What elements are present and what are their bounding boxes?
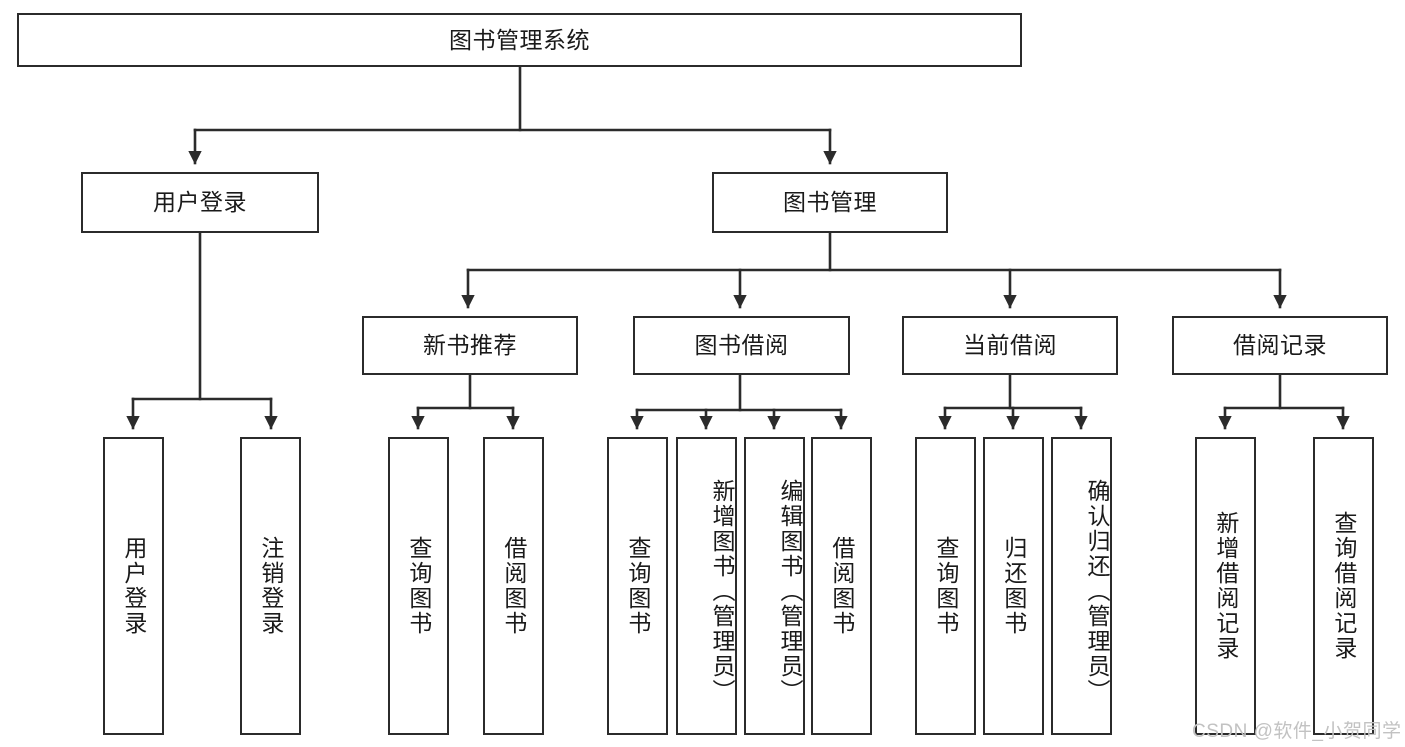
node-leaf-query-record[interactable]: 查询借阅记录 <box>1313 437 1374 735</box>
node-borrow-record-label: 借阅记录 <box>1233 332 1327 359</box>
node-leaf-edit-book-label: 编辑图书（管理员） <box>777 478 803 704</box>
node-leaf-confirm-return[interactable]: 确认归还（管理员） <box>1051 437 1112 735</box>
node-book-borrow[interactable]: 图书借阅 <box>633 316 850 375</box>
node-book-manage-label: 图书管理 <box>783 189 877 216</box>
node-leaf-query-book-2-label: 查询图书 <box>624 536 651 636</box>
node-leaf-add-record-label: 新增借阅记录 <box>1212 511 1239 661</box>
node-leaf-logout-label: 注销登录 <box>257 536 284 636</box>
node-leaf-return-book[interactable]: 归还图书 <box>983 437 1044 735</box>
csdn-watermark: CSDN @软件_小贺同学 <box>1192 721 1402 742</box>
node-user-login[interactable]: 用户登录 <box>81 172 319 233</box>
node-current-borrow[interactable]: 当前借阅 <box>902 316 1118 375</box>
node-leaf-query-book-1[interactable]: 查询图书 <box>388 437 449 735</box>
node-leaf-borrow-book-2-label: 借阅图书 <box>828 536 855 636</box>
node-leaf-user-login-label: 用户登录 <box>120 536 147 636</box>
node-leaf-query-book-3-label: 查询图书 <box>932 536 959 636</box>
node-book-borrow-label: 图书借阅 <box>694 332 789 359</box>
node-leaf-borrow-book-1-label: 借阅图书 <box>500 536 527 636</box>
node-new-book-rec[interactable]: 新书推荐 <box>362 316 578 375</box>
node-leaf-add-book[interactable]: 新增图书（管理员） <box>676 437 737 735</box>
node-borrow-record[interactable]: 借阅记录 <box>1172 316 1388 375</box>
node-leaf-query-book-3[interactable]: 查询图书 <box>915 437 976 735</box>
node-leaf-logout[interactable]: 注销登录 <box>240 437 301 735</box>
node-leaf-query-book-2[interactable]: 查询图书 <box>607 437 668 735</box>
node-leaf-confirm-return-label: 确认归还（管理员） <box>1084 478 1110 704</box>
node-leaf-return-book-label: 归还图书 <box>1000 536 1027 636</box>
node-leaf-add-record[interactable]: 新增借阅记录 <box>1195 437 1256 735</box>
node-root-label: 图书管理系统 <box>449 26 590 53</box>
node-leaf-query-record-label: 查询借阅记录 <box>1330 511 1357 661</box>
node-leaf-user-login[interactable]: 用户登录 <box>103 437 164 735</box>
node-current-borrow-label: 当前借阅 <box>963 332 1057 359</box>
node-new-book-rec-label: 新书推荐 <box>423 332 517 359</box>
node-leaf-borrow-book-1[interactable]: 借阅图书 <box>483 437 544 735</box>
node-leaf-borrow-book-2[interactable]: 借阅图书 <box>811 437 872 735</box>
node-root[interactable]: 图书管理系统 <box>17 13 1022 67</box>
node-leaf-edit-book[interactable]: 编辑图书（管理员） <box>744 437 805 735</box>
node-book-manage[interactable]: 图书管理 <box>712 172 948 233</box>
node-leaf-query-book-1-label: 查询图书 <box>405 536 432 636</box>
node-user-login-label: 用户登录 <box>153 189 247 216</box>
node-leaf-add-book-label: 新增图书（管理员） <box>709 478 735 704</box>
